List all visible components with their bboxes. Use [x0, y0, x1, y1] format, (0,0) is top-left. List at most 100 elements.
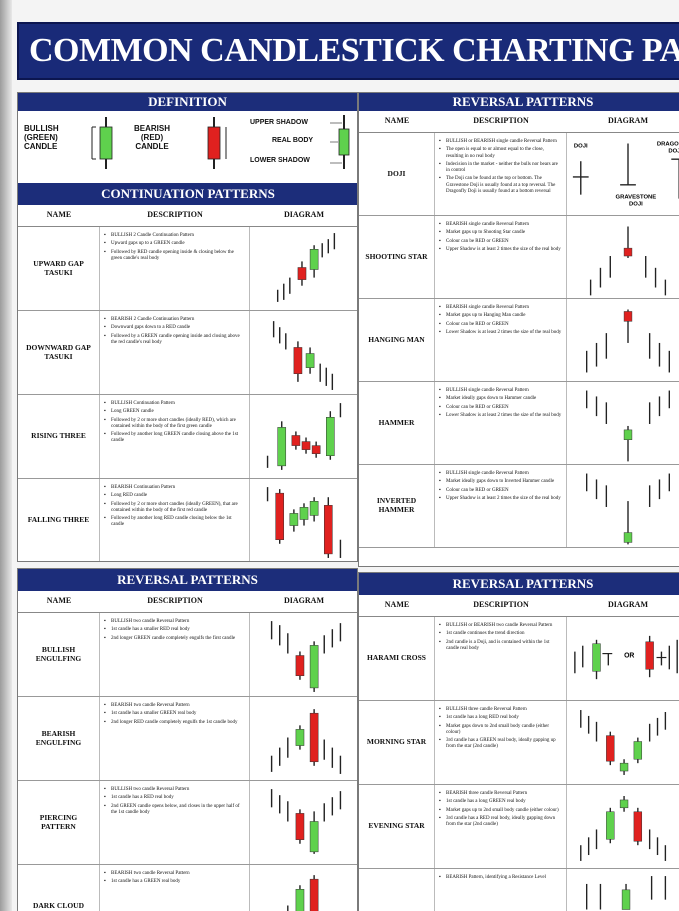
description-bullet: Followed by another long GREEN candle cl… [104, 432, 245, 445]
pattern-diagram: OR [567, 617, 679, 700]
description-bullet: BEARISH Continuation Pattern [104, 485, 245, 492]
col-name: NAME [384, 600, 410, 609]
pattern-description: BEARISH Pattern, identifying a Resistanc… [435, 869, 567, 911]
revrt-diagram-2 [585, 309, 671, 373]
cont-3-candle-1 [275, 489, 285, 544]
col-description: DESCRIPTION [473, 600, 529, 609]
cont-diagram-2 [266, 403, 342, 470]
revrb-diagram-2 [580, 796, 667, 861]
description-bullet: 2nd GREEN candle opens below, and closes… [104, 804, 245, 817]
doji-dragonfly [671, 158, 679, 199]
title-banner: COMMON CANDLESTICK CHARTING PATTERNS [17, 22, 679, 80]
doji-gravestone [620, 143, 636, 186]
left-bottom-panel: REVERSAL PATTERNS NAME DESCRIPTION DIAGR… [17, 568, 358, 911]
description-bullet: BEARISH two candle Reversal Pattern [104, 703, 245, 710]
description-bullet: BULLISH or BEARISH two candle Reversal P… [439, 623, 562, 630]
pattern-description: BEARISH single candle Reversal PatternMa… [435, 299, 567, 381]
description-bullet: Upper Shadow is at least 2 times the siz… [439, 496, 562, 503]
pattern-diagram [250, 865, 357, 911]
revrb-1-candle-5 [633, 737, 643, 764]
revrb-diagram-1 [580, 710, 667, 775]
pattern-description: BULLISH or BEARISH single candle Reversa… [435, 133, 567, 215]
description-bullet: BULLISH single candle Reversal Pattern [439, 388, 562, 395]
revl-row-1: BEARISH ENGULFINGBEARISH two candle Reve… [18, 697, 357, 781]
pattern-diagram [250, 781, 357, 864]
description-bullet: 2nd longer RED candle completely engulfs… [104, 720, 245, 727]
revl-3-candle-4 [309, 875, 319, 911]
description-bullet: 2nd candle is a Doji, and is contained w… [439, 640, 562, 653]
revrb-3-candle-2 [621, 883, 631, 910]
cont-2-candle-4 [311, 441, 321, 458]
pattern-description: BULLISH Continuation PatternLong GREEN c… [100, 395, 250, 478]
revrt-diagram-1 [589, 226, 667, 296]
cont-diagram-1 [272, 321, 334, 390]
col-diagram: DIAGRAM [284, 210, 324, 219]
pattern-diagram [250, 227, 357, 310]
description-bullet: 3rd candle has a RED real body, ideally … [439, 816, 562, 829]
revl-row-3: DARK CLOUDBEARISH two candle Reversal Pa… [18, 865, 357, 911]
pattern-name [359, 869, 435, 911]
revrb-row-2: EVENING STARBEARISH three candle Reversa… [359, 785, 679, 869]
cont-diagram-0 [276, 233, 336, 302]
description-bullet: Colour can be RED or GREEN [439, 322, 562, 329]
revl-2-candle-4 [309, 811, 319, 854]
reversal-right-bottom-table-head: NAME DESCRIPTION DIAGRAM [359, 595, 679, 617]
pattern-name: RISING THREE [18, 395, 100, 478]
description-bullet: Colour can be RED or GREEN [439, 405, 562, 412]
revl-1-candle-4 [309, 709, 319, 766]
description-bullet: Lower Shadow is at least 2 times the siz… [439, 330, 562, 337]
revrb-diagram-3 [585, 876, 667, 910]
pattern-description: BEARISH single candle Reversal PatternMa… [435, 216, 567, 298]
revrt-1-candle-3 [623, 226, 633, 258]
cont-row-0: UPWARD GAP TASUKIBULLISH 2 Candle Contin… [18, 227, 357, 311]
col-name: NAME [46, 596, 72, 605]
description-bullet: Market ideally gaps down to Hammer candl… [439, 396, 562, 403]
description-bullet: BEARISH 2 Candle Continuation Pattern [104, 317, 245, 324]
revrb-0a-candle-2 [592, 639, 601, 680]
revrb-0b-candle-0 [645, 635, 654, 678]
revrb-1-candle-4 [619, 759, 629, 775]
pattern-description: BULLISH two candle Reversal Pattern1st c… [100, 781, 250, 864]
pattern-name: DOWNWARD GAP TASUKI [18, 311, 100, 394]
pattern-name: FALLING THREE [18, 479, 100, 561]
description-bullet: BULLISH or BEARISH single candle Reversa… [439, 139, 562, 146]
bullish-candle-diagram [91, 117, 113, 169]
description-bullet: Downward gaps down to a RED candle [104, 325, 245, 332]
revrb-1-candle-3 [606, 731, 615, 766]
cont-row-3: FALLING THREE BEARISH Continuation Patter… [18, 479, 357, 561]
pattern-diagram [567, 465, 679, 547]
pattern-name: MORNING STAR [359, 701, 435, 784]
cont-2-candle-2 [291, 431, 301, 450]
revrb-row-3: BEARISH Pattern, identifying a Resistanc… [359, 869, 679, 911]
description-bullet: Market ideally gaps down to Inverted Ham… [439, 479, 562, 486]
description-bullet: Long GREEN candle [104, 409, 245, 416]
bearish-candle-label: BEARISH (RED) CANDLE [134, 124, 171, 151]
reversal-left-header: REVERSAL PATTERNS [18, 569, 357, 591]
revl-0-candle-4 [309, 641, 319, 692]
description-bullet: 1st candle has a GREEN real body [104, 879, 245, 886]
description-bullet: BULLISH 2 Candle Continuation Pattern [104, 233, 245, 240]
pattern-diagram [250, 395, 357, 478]
real-body-label: REAL BODY [272, 137, 314, 144]
right-top-panel: REVERSAL PATTERNS NAME DESCRIPTION DIAGR… [358, 92, 679, 567]
revrb-row-0: HARAMI CROSSBULLISH or BEARISH two candl… [359, 617, 679, 701]
definition-area: BULLISH (GREEN) CANDLE BEARISH (RED) CAN… [18, 111, 357, 173]
revrt-3-candle-3 [623, 425, 633, 462]
description-bullet: BULLISH two candle Reversal Pattern [104, 619, 245, 626]
revrt-row-4: INVERTED HAMMERBULLISH single candle Rev… [359, 465, 679, 548]
col-diagram: DIAGRAM [608, 600, 648, 609]
definition-header: DEFINITION [18, 93, 357, 111]
description-bullet: Indecision in the market - neither the b… [439, 162, 562, 175]
revrb-2-candle-4 [619, 796, 629, 812]
description-bullet: Followed by another long RED candle clos… [104, 516, 245, 529]
revl-0-candle-3 [295, 651, 305, 680]
description-bullet: Colour can be RED or GREEN [439, 239, 562, 246]
description-bullet: Market gaps up to Shooting Star candle [439, 230, 562, 237]
continuation-header: CONTINUATION PATTERNS [18, 183, 357, 205]
revrt-row-0: DOJI BULLISH or BEARISH single candle Rev… [359, 133, 679, 216]
doji-label: DOJI [574, 143, 588, 149]
col-diagram: DIAGRAM [608, 116, 648, 125]
description-bullet: 1st candle has a smaller RED real body [104, 627, 245, 634]
